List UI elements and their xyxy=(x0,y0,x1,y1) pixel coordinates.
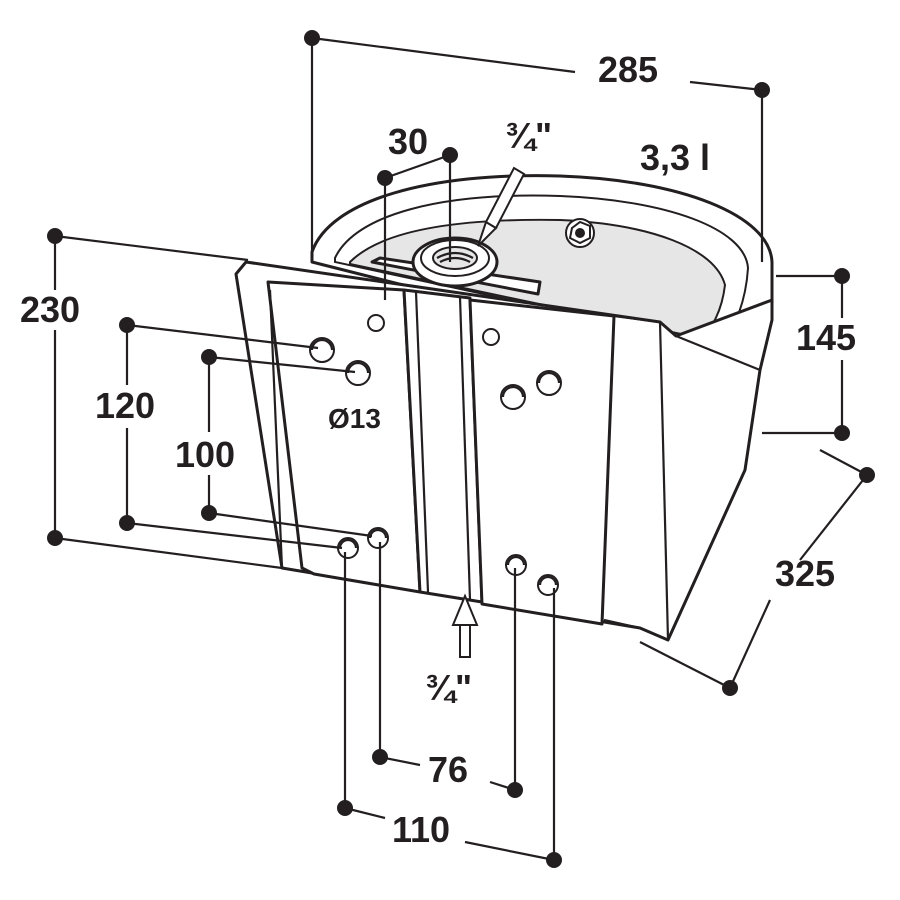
label-100: 100 xyxy=(175,434,235,475)
thread-arrow-bottom-icon xyxy=(451,593,479,658)
thread-arrow-top-icon xyxy=(477,166,526,247)
dimension-lines xyxy=(47,30,875,868)
label-thread-top: ¾" xyxy=(505,115,552,156)
left-mounting-plate xyxy=(266,280,422,594)
label-285: 285 xyxy=(598,49,658,90)
label-thread-bottom: ¾" xyxy=(425,667,472,708)
label-120: 120 xyxy=(95,385,155,426)
valve-fitting xyxy=(370,236,542,296)
dimension-110 xyxy=(337,552,562,868)
label-76: 76 xyxy=(428,749,468,790)
mounting-holes-right xyxy=(482,328,562,596)
drain-plug-icon xyxy=(565,218,595,248)
right-mounting-plate xyxy=(468,298,616,626)
label-30: 30 xyxy=(388,121,428,162)
label-230: 230 xyxy=(20,289,80,330)
label-volume: 3,3 l xyxy=(640,137,710,178)
dimension-285 xyxy=(304,30,770,262)
dimension-230 xyxy=(47,228,283,570)
label-hole-diameter: Ø13 xyxy=(328,403,381,434)
bracket-side-face xyxy=(675,334,761,372)
dimension-labels: 285 230 120 100 30 ¾" 3,3 l 145 Ø13 325 … xyxy=(20,49,856,850)
dimension-325 xyxy=(639,449,875,696)
bracket-side-edge xyxy=(658,321,670,641)
dimension-100 xyxy=(201,349,373,538)
label-110: 110 xyxy=(392,809,450,850)
drinking-bowl xyxy=(234,174,774,642)
dimension-30 xyxy=(377,147,458,300)
dimension-120 xyxy=(119,317,343,550)
dimension-145 xyxy=(762,268,850,441)
dimension-76 xyxy=(372,542,523,798)
label-325: 325 xyxy=(775,553,835,594)
label-145: 145 xyxy=(796,317,856,358)
